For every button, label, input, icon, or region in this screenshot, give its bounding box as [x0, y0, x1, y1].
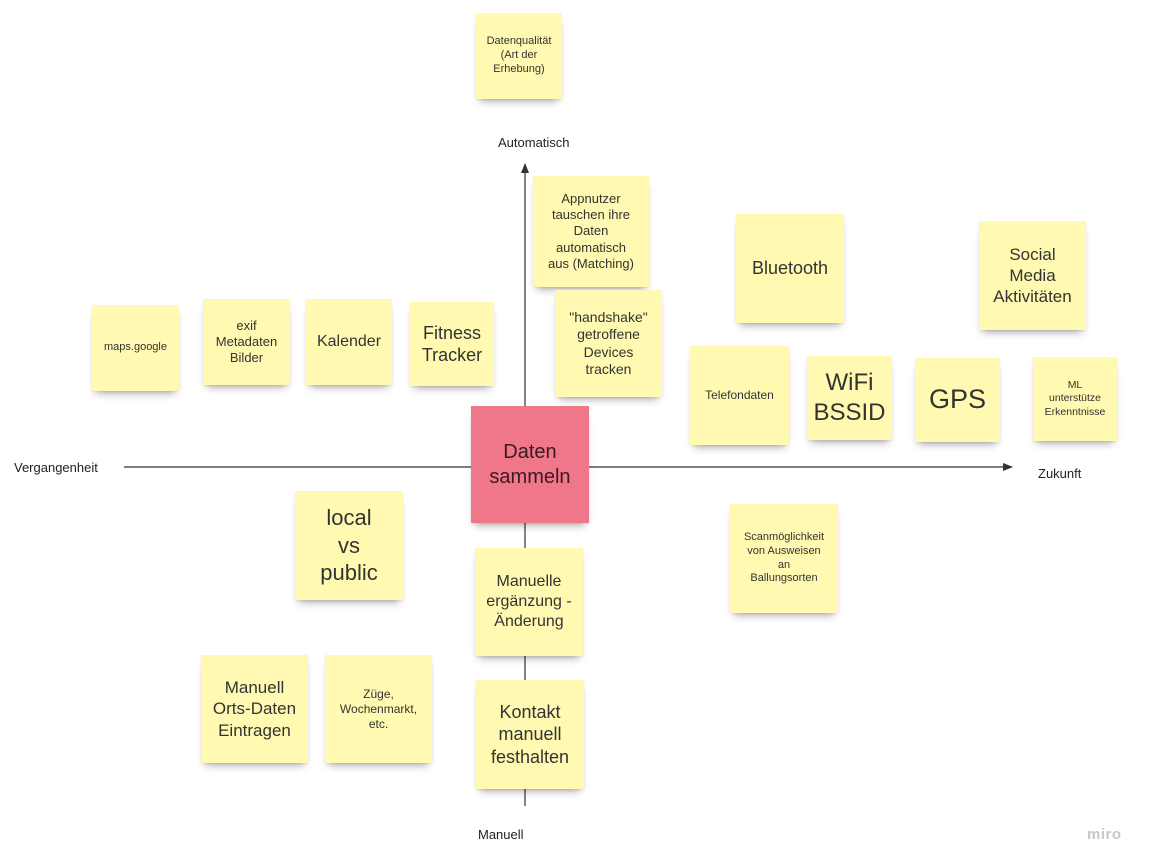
sticky-note-telefondaten[interactable]: Telefondaten — [690, 346, 789, 445]
sticky-note-line: Erkenntnisse — [1044, 405, 1106, 418]
sticky-note-line: tracken — [585, 361, 632, 377]
sticky-note-line: Datenqualität — [486, 35, 552, 48]
sticky-note-line: exif — [236, 317, 257, 333]
sticky-note-line: festhalten — [490, 746, 570, 767]
axis-label-bottom: Manuell — [478, 827, 524, 842]
sticky-note-line: Fitness — [422, 322, 482, 343]
sticky-note-line: unterstütze — [1049, 392, 1101, 405]
sticky-note-line: Daten — [573, 223, 609, 239]
sticky-note-line: "handshake" — [569, 308, 648, 325]
sticky-note-line: Bilder — [229, 350, 264, 366]
sticky-note-line: vs — [337, 532, 360, 558]
sticky-note-text: Telefondaten — [705, 388, 774, 403]
sticky-note-line: maps.google — [104, 341, 167, 354]
miro-logo: miro — [1087, 826, 1122, 843]
sticky-note-line: Züge, — [363, 686, 394, 701]
sticky-note-line: Devices — [583, 343, 634, 360]
sticky-note-line: manuell — [498, 724, 562, 745]
sticky-note-line: Appnutzer — [561, 190, 621, 206]
sticky-note-line: Manuelle — [496, 573, 562, 590]
sticky-note-kalender[interactable]: Kalender — [306, 299, 392, 385]
sticky-note-line: Ballungsorten — [750, 572, 818, 585]
sticky-note-line: Kontakt — [499, 701, 561, 722]
sticky-note-line: BSSID — [813, 399, 886, 426]
sticky-note-line: aus (Matching) — [548, 255, 634, 271]
sticky-note-maps-google[interactable]: maps.google — [92, 305, 179, 391]
sticky-note-line: ergänzung - — [486, 593, 572, 610]
sticky-note-line: getroffene — [577, 326, 640, 342]
sticky-note-text: Bluetooth — [752, 257, 828, 280]
sticky-note-line: Erhebung) — [493, 62, 545, 75]
sticky-note-text: maps.google — [104, 341, 167, 355]
sticky-note-line: Orts-Daten — [212, 699, 297, 719]
axis-label-right: Zukunft — [1038, 466, 1082, 481]
sticky-note-line: Telefondaten — [705, 388, 774, 402]
sticky-note-line: Manuell — [224, 678, 285, 698]
sticky-note-line: Media — [1009, 265, 1056, 285]
sticky-note-line: (Art der — [500, 49, 538, 62]
sticky-note-line: Tracker — [421, 345, 483, 365]
sticky-note-line: local — [326, 505, 372, 531]
sticky-note-line: Scanmöglichkeit — [743, 531, 825, 543]
sticky-note-line: Daten — [503, 440, 557, 463]
axis-label-top: Automatisch — [498, 135, 570, 150]
sticky-note-line: Social — [1009, 244, 1056, 264]
sticky-note-line: sammeln — [489, 465, 571, 488]
sticky-note-line: Eintragen — [218, 720, 291, 740]
sticky-note-line: Aktivitäten — [993, 287, 1072, 307]
sticky-note-text: Kalender — [317, 332, 381, 352]
sticky-note-text: GPS — [929, 383, 986, 417]
sticky-note-zuege-wochenmarkt[interactable]: Züge,Wochenmarkt,etc. — [325, 655, 432, 763]
sticky-note-line: an — [777, 558, 791, 571]
sticky-note-line: Änderung — [494, 613, 564, 630]
sticky-note-line: public — [320, 560, 378, 586]
sticky-note-manuelle-ergaenzung[interactable]: Manuelle ergänzung - Änderung — [475, 548, 583, 656]
axis-label-left: Vergangenheit — [14, 460, 98, 475]
sticky-note-line: Bluetooth — [751, 258, 829, 279]
sticky-note-gps[interactable]: GPS — [915, 358, 1000, 442]
sticky-note-line: tauschen ihre — [551, 207, 631, 223]
sticky-note-bluetooth[interactable]: Bluetooth — [736, 214, 844, 323]
sticky-note-line: GPS — [928, 384, 987, 415]
sticky-note-line: Wochenmarkt, — [339, 701, 418, 716]
sticky-note-line: ML — [1067, 379, 1083, 392]
sticky-note-line: WiFi — [825, 369, 874, 396]
sticky-note-line: von Ausweisen — [747, 544, 821, 557]
sticky-note-text: Manuelle ergänzung - Änderung — [486, 572, 571, 632]
sticky-note-text: Züge,Wochenmarkt,etc. — [340, 687, 417, 732]
sticky-note-line: etc. — [368, 716, 389, 731]
sticky-note-line: Metadaten — [215, 333, 278, 349]
sticky-note-line: automatisch — [555, 239, 627, 255]
sticky-note-line: Kalender — [316, 333, 382, 350]
